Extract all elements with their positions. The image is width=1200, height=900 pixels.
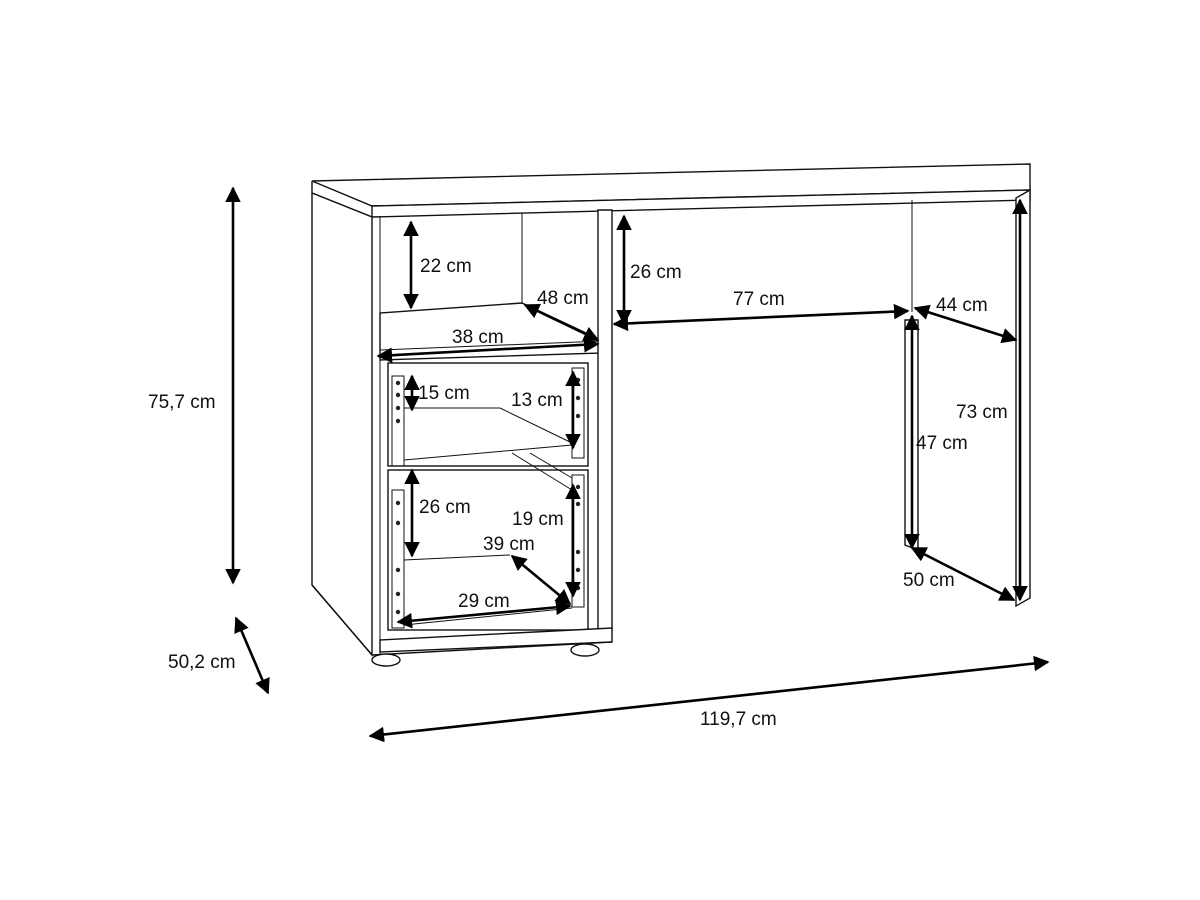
foot-left (371, 653, 401, 667)
overall-depth-label: 50,2 cm (168, 652, 236, 673)
cabinet-left-side-panel (311, 191, 373, 657)
rear-offset-label: 44 cm (936, 295, 988, 316)
overall-width-line (368, 655, 1050, 743)
kneespace-height-label: 26 cm (630, 262, 682, 283)
dimension-labels: 75,7 cm 50,2 cm 119,7 cm 22 cm 48 cm 38 … (148, 256, 1008, 730)
kneespace-width-label: 77 cm (733, 289, 785, 310)
shelf-depth-label: 48 cm (537, 288, 589, 309)
drawer-inner-width-line (396, 599, 572, 629)
cabinet-right-panel (597, 209, 613, 631)
rear-offset-line (913, 304, 1018, 344)
kneespace-width-line (612, 303, 910, 332)
bottom-drawer-inner-label: 19 cm (512, 509, 564, 530)
right-leg-panel (1015, 188, 1031, 608)
cabinet-width-line (376, 336, 600, 364)
overall-depth-line (234, 616, 270, 695)
drawer-inner-width-label: 29 cm (458, 591, 510, 612)
leg-depth-label: 50 cm (903, 570, 955, 591)
leg-depth-line (910, 546, 1016, 602)
drawer-depth-line (510, 554, 572, 606)
bottom-drawer-height-label: 26 cm (419, 497, 471, 518)
top-drawer (387, 362, 589, 467)
cabinet-width-label: 38 cm (452, 327, 504, 348)
drawer-depth-label: 39 cm (483, 534, 535, 555)
rear-panel-height-label: 47 cm (916, 433, 968, 454)
shelf-depth-line (523, 303, 600, 342)
overall-width-label: 119,7 cm (700, 709, 777, 730)
leg-height-label: 73 cm (956, 402, 1008, 423)
foot-right (570, 643, 600, 657)
shelf-height-label: 22 cm (420, 256, 472, 277)
top-drawer-height-label: 15 cm (418, 383, 470, 404)
overall-height-label: 75,7 cm (148, 392, 216, 413)
top-drawer-inner-label: 13 cm (511, 390, 563, 411)
dimension-lines (225, 186, 1050, 743)
